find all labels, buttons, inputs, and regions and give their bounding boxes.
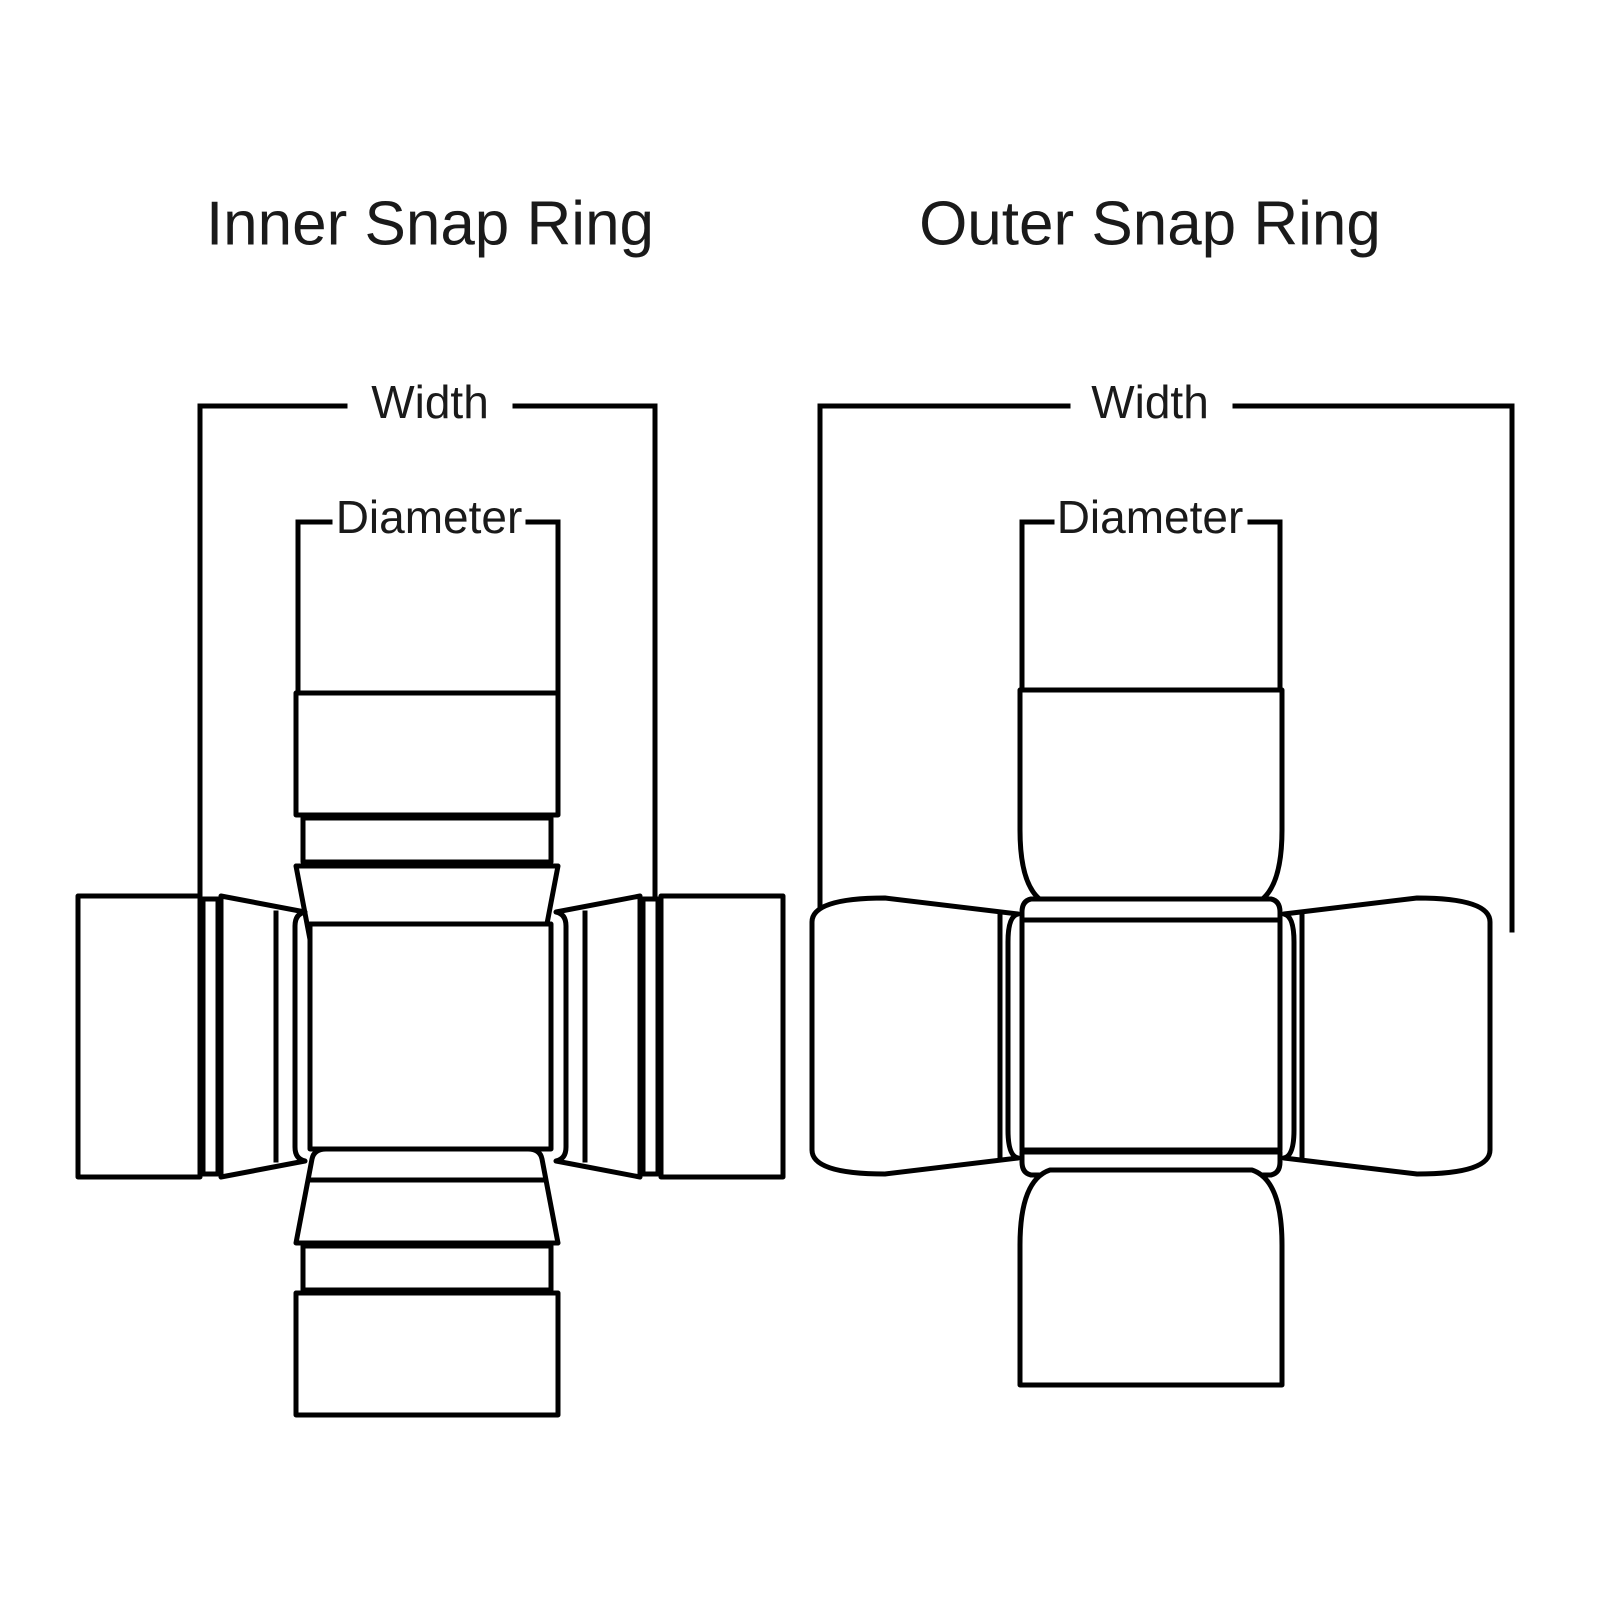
bottom-cap-groove-band-inner (300, 1243, 554, 1293)
diameter-dimension-inner: Diameter (295, 491, 561, 695)
width-dimension-outer: Width (817, 376, 1515, 933)
right-cap-groove-band-inner (640, 896, 661, 1177)
diameter-dim-right-extension-outer (1247, 519, 1283, 691)
diameter-dim-left-extension-outer (1019, 519, 1055, 691)
right-cap-shoulder-inner (553, 893, 643, 1180)
panel-title-inner: Inner Snap Ring (206, 189, 654, 258)
left-cap-body-outer (809, 895, 1021, 1177)
right-cap-body-outer (1281, 895, 1493, 1177)
diameter-dim-label-inner: Diameter (336, 491, 523, 543)
diameter-dim-right-extension (525, 519, 561, 695)
cross-body-outer (1019, 917, 1283, 1153)
bottom-cap-shoulder-inner (293, 1146, 561, 1246)
panel-title-outer: Outer Snap Ring (919, 189, 1381, 258)
width-dim-label-outer: Width (1091, 376, 1209, 428)
panel-outer-snap-ring: Outer Snap Ring Width Diameter (809, 189, 1515, 1388)
width-dim-left-extension-outer (817, 403, 1071, 933)
width-dim-right-extension (512, 403, 658, 933)
width-dimension-inner: Width (197, 376, 658, 933)
diameter-dim-left-extension (295, 519, 333, 695)
width-dim-right-extension-outer (1232, 403, 1515, 933)
top-cap-groove-band-inner (300, 815, 554, 865)
left-cap-shoulder-inner (218, 893, 308, 1180)
width-dim-left-extension (197, 403, 348, 933)
right-cap-body-inner (658, 893, 786, 1180)
bottom-cap-body-inner (293, 1290, 561, 1418)
diameter-dimension-outer: Diameter (1019, 491, 1283, 691)
diameter-dim-label-outer: Diameter (1057, 491, 1244, 543)
left-cap-groove-band-inner (200, 896, 221, 1177)
width-dim-label-inner: Width (371, 376, 489, 428)
top-cap-body-inner (293, 690, 561, 818)
cross-body-inner (307, 921, 554, 1152)
bottom-cap-body-outer (1017, 1167, 1285, 1388)
panel-inner-snap-ring: Inner Snap Ring Width Diameter (75, 189, 786, 1418)
left-cap-body-inner (75, 893, 203, 1180)
top-cap-body-outer (1017, 687, 1285, 908)
